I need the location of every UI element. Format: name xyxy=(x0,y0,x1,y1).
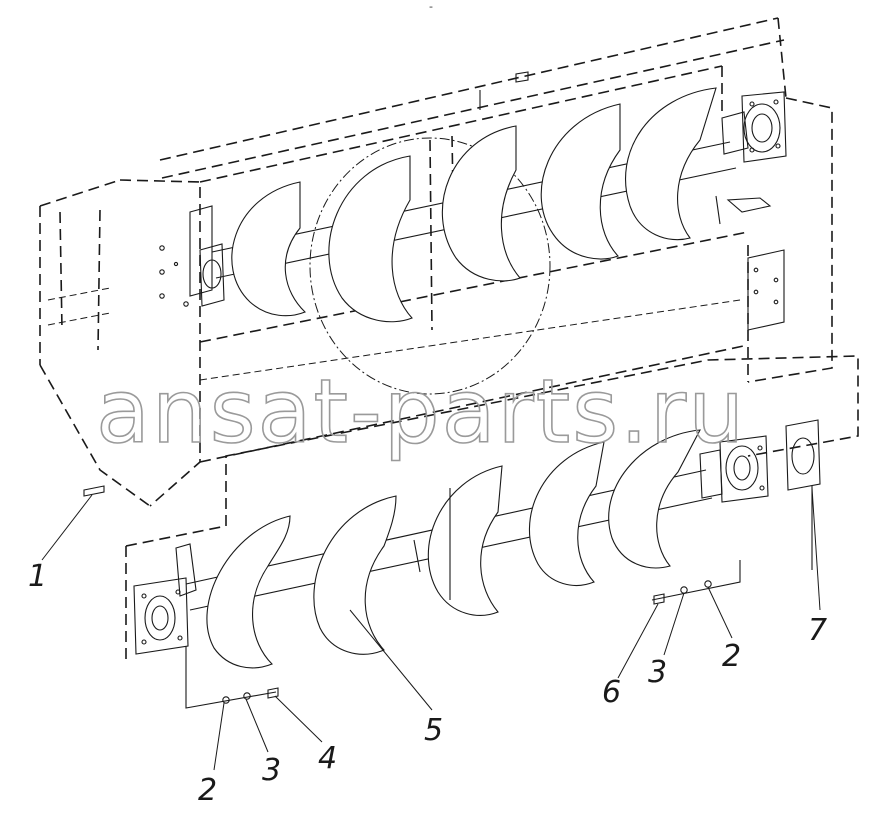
upper-auger xyxy=(199,87,787,323)
callout-5: 5 xyxy=(424,713,443,748)
callout-1: 1 xyxy=(28,559,47,594)
callout-numbers: 1 2 3 4 5 6 3 2 7 xyxy=(28,559,827,808)
callout-leaders xyxy=(41,487,821,771)
callout-2-left: 2 xyxy=(198,773,217,808)
callout-4: 4 xyxy=(318,741,337,776)
callout-3-right: 3 xyxy=(648,655,667,690)
top-mark: - xyxy=(429,0,433,13)
callout-7: 7 xyxy=(808,613,827,648)
rotation-circle xyxy=(309,137,551,395)
callout-3-left: 3 xyxy=(262,753,281,788)
callout-2-right: 2 xyxy=(722,639,741,674)
callout-6: 6 xyxy=(602,675,621,710)
lower-auger xyxy=(83,355,859,709)
watermark: ansat-parts.ru xyxy=(96,360,746,463)
